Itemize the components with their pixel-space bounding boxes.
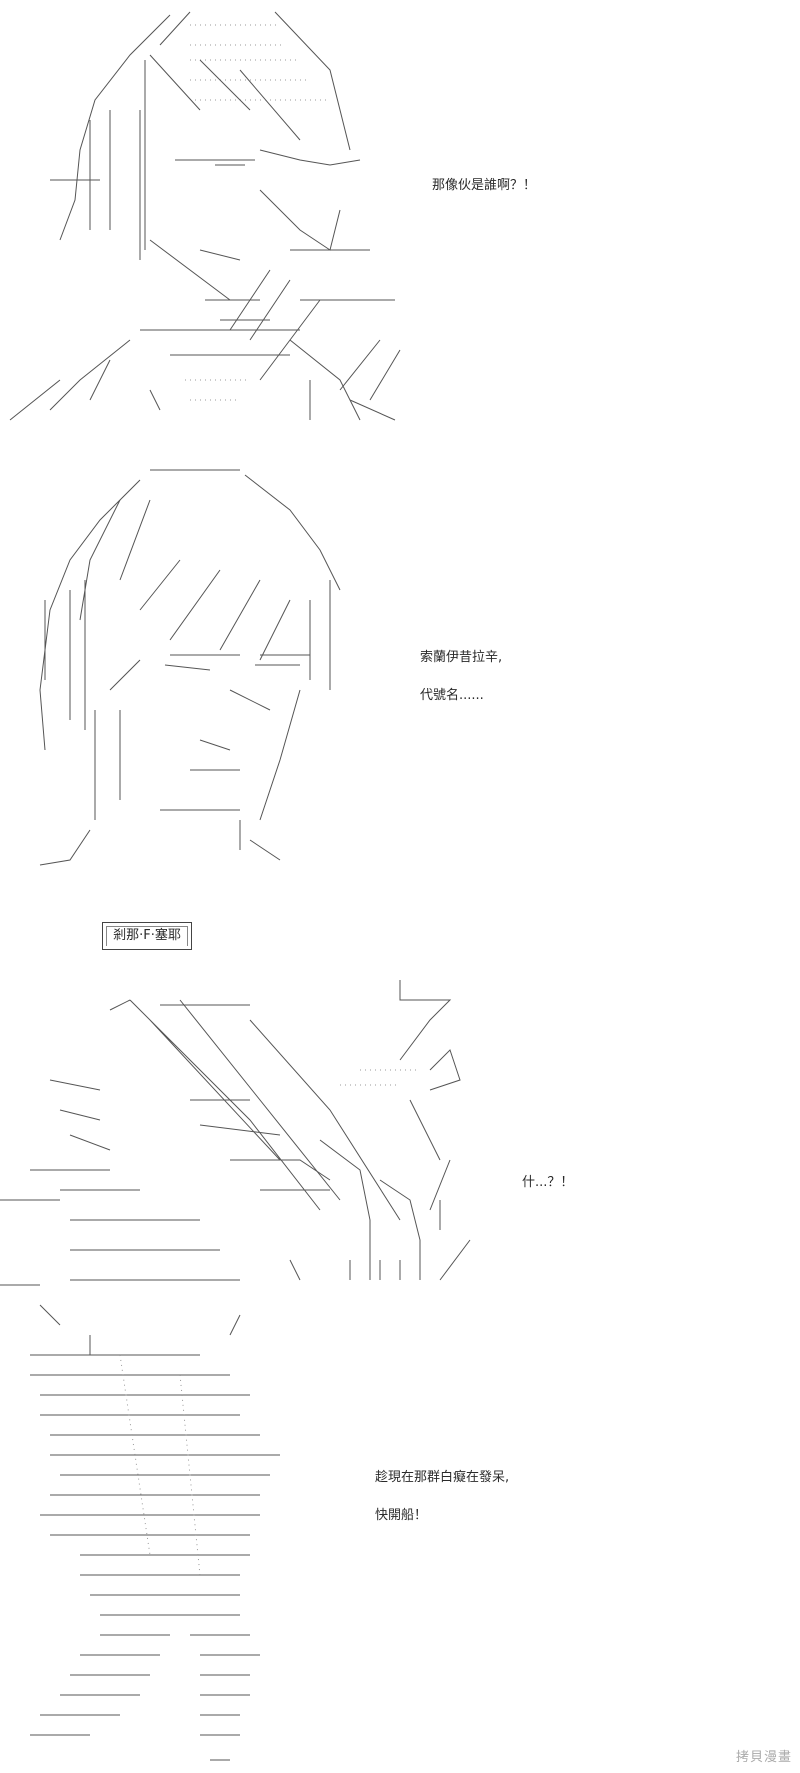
dialogue-name-line-2: 代號名...... [420,688,484,703]
ascii-art-character-2 [0,440,360,870]
ascii-art-character-3 [0,1295,310,1773]
dialogue-escape-line-1: 趁現在那群白癡在發呆, [375,1470,510,1485]
dialogue-who-is-that: 那像伙是誰啊？！ [432,178,537,193]
character-name-text: 剎那·F·塞耶 [113,928,181,943]
ascii-art-mecha-scene [0,960,480,1290]
dialogue-escape-line-2: 快開船！ [375,1508,428,1523]
watermark: 拷貝漫畫 [735,1750,792,1765]
ascii-art-character-1 [0,0,420,430]
dialogue-name-line-1: 索蘭伊昔拉辛, [420,650,503,665]
character-name-label: 剎那·F·塞耶 [102,922,192,950]
dialogue-what: 什...？！ [522,1175,574,1190]
